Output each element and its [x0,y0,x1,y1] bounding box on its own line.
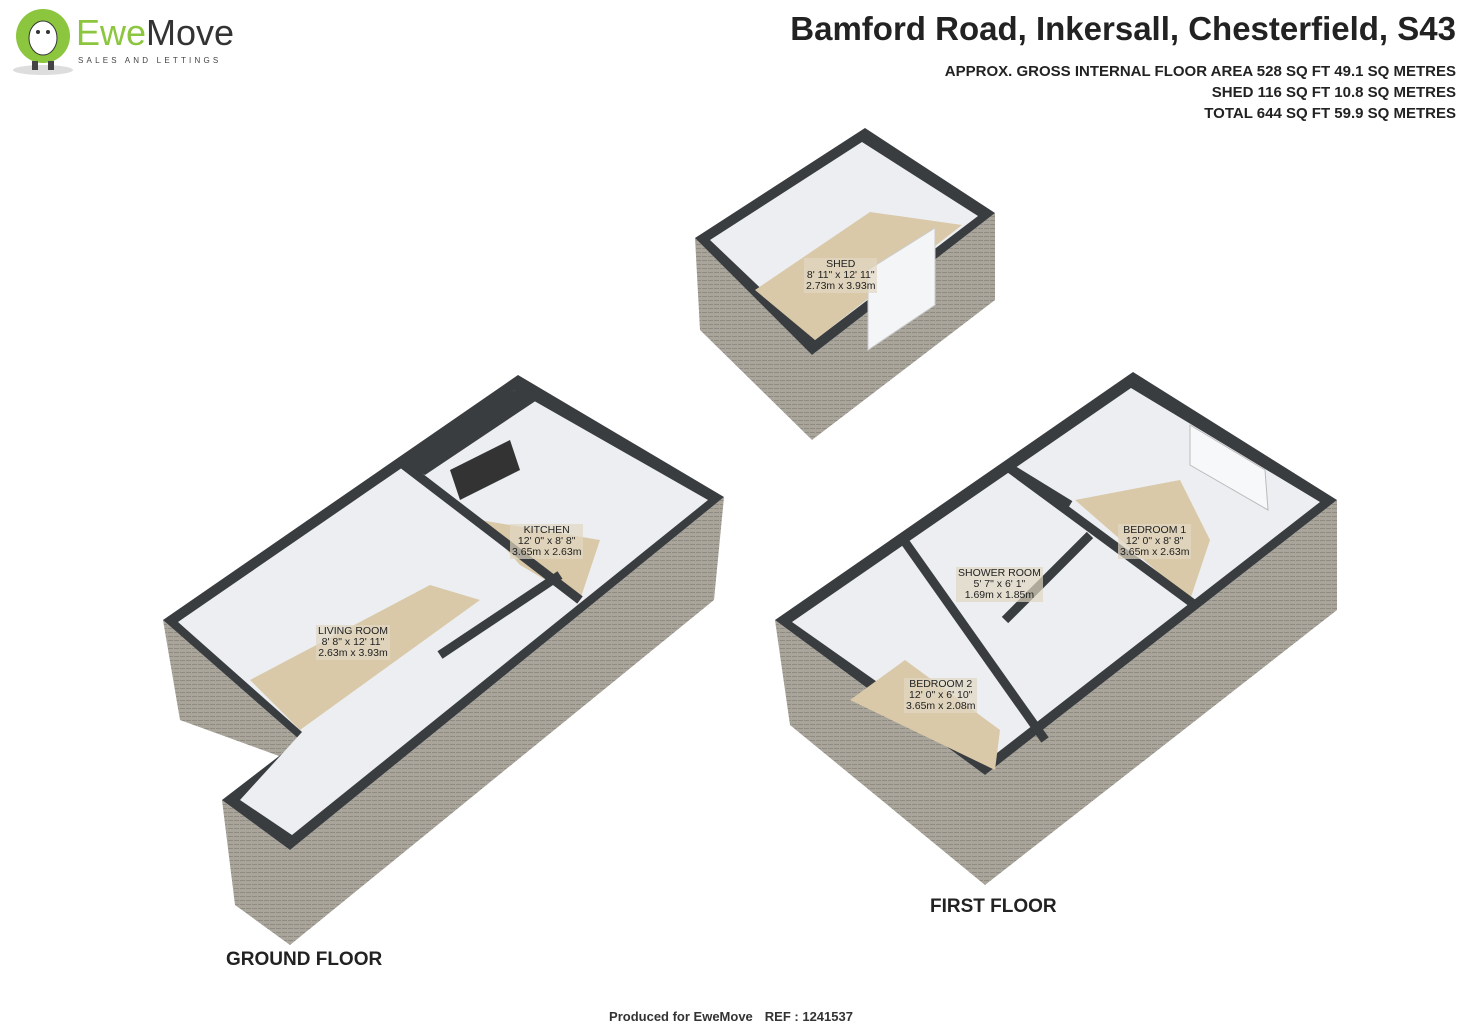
first-floor-label: FIRST FLOOR [930,896,1057,917]
room-label-bedroom-2: BEDROOM 2 12' 0" x 6' 10" 3.65m x 2.08m [904,678,978,713]
room-name: SHOWER ROOM [958,567,1041,579]
sheep-mascot-icon [13,9,73,75]
room-metric: 3.65m x 2.08m [906,700,976,712]
room-metric: 1.69m x 1.85m [964,589,1035,601]
room-name: SHED [826,258,856,270]
room-label-kitchen: KITCHEN 12' 0" x 8' 8" 3.65m x 2.63m [510,524,584,559]
room-label-bedroom-1: BEDROOM 1 12' 0" x 8' 8" 3.65m x 2.63m [1118,524,1192,559]
room-imperial: 12' 0" x 8' 8" [1125,535,1184,547]
property-address: Bamford Road, Inkersall, Chesterfield, S… [790,10,1456,47]
footer: Produced for EweMove REF : 1241537 [0,1009,1462,1024]
room-name: BEDROOM 1 [1123,524,1187,536]
room-imperial: 12' 0" x 8' 8" [517,535,576,547]
room-imperial: 12' 0" x 6' 10" [909,689,973,701]
room-label-shower-room: SHOWER ROOM 5' 7" x 6' 1" 1.69m x 1.85m [956,567,1043,602]
ground-floor-label: GROUND FLOOR [226,949,383,970]
area-total: TOTAL 644 SQ FT 59.9 SQ METRES [1204,105,1456,122]
brand-tagline: SALES AND LETTINGS [78,56,222,65]
footer-ref: REF : 1241537 [764,1009,853,1024]
area-gross: APPROX. GROSS INTERNAL FLOOR AREA 528 SQ… [944,63,1456,80]
room-imperial: 8' 11" x 12' 11" [806,269,875,281]
room-metric: 3.65m x 2.63m [1120,546,1190,558]
room-metric: 2.73m x 3.93m [806,280,876,292]
room-imperial: 5' 7" x 6' 1" [973,578,1026,590]
footer-produced: Produced for EweMove [609,1009,753,1024]
room-metric: 3.65m x 2.63m [512,546,582,558]
area-shed: SHED 116 SQ FT 10.8 SQ METRES [1211,84,1456,101]
room-name: BEDROOM 2 [909,678,973,690]
ewemove-logo [10,6,250,76]
ground-floor-block [163,375,724,945]
room-label-living-room: LIVING ROOM 8' 8" x 12' 11" 2.63m x 3.93… [316,625,391,660]
brand-part2: Move [146,12,235,53]
brand-name: EweMove [76,12,234,54]
room-name: LIVING ROOM [318,625,389,637]
room-label-shed: SHED 8' 11" x 12' 11" 2.73m x 3.93m [804,258,878,293]
room-name: KITCHEN [523,524,570,536]
first-floor-block [775,372,1337,885]
room-imperial: 8' 8" x 12' 11" [321,636,385,648]
brand-part1: Ewe [76,12,147,53]
room-metric: 2.63m x 3.93m [318,647,388,659]
